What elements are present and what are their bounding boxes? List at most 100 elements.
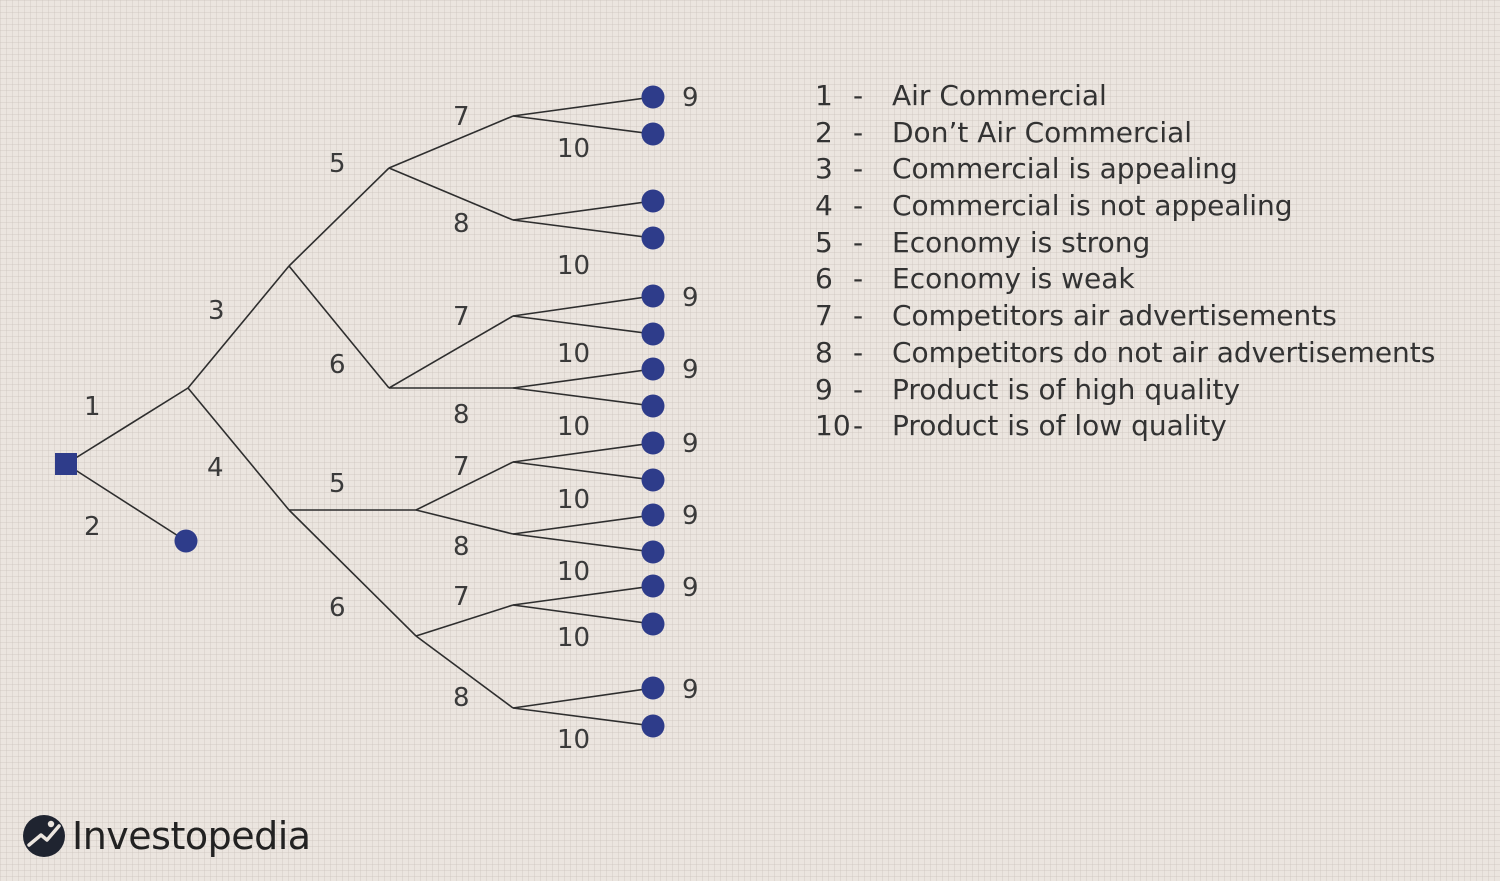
legend-label: Commercial is appealing [892, 152, 1238, 186]
leaf-node [641, 122, 665, 146]
label-low-quality: 10 [557, 725, 590, 755]
edge-q1-9 [512, 96, 654, 117]
leaf-node [641, 85, 665, 109]
legend-number: 6 [815, 262, 833, 296]
edge-aw-7 [388, 315, 514, 389]
edge-q7-9 [512, 585, 654, 606]
edge-as-7 [388, 115, 514, 169]
edge-q6-9 [512, 514, 654, 535]
legend-label: Economy is weak [892, 262, 1135, 296]
legend-number: 5 [815, 225, 833, 259]
label-not-appealing: 4 [207, 453, 224, 483]
edge-a-6 [288, 265, 390, 389]
legend-dash: - [853, 79, 864, 112]
leaf-node [641, 574, 665, 598]
edge-q5-9 [512, 442, 654, 463]
edge-as-8 [388, 167, 514, 221]
decision-tree: 1 2 3 4 5 6 5 6 7 8 7 8 7 8 7 8 10 10 10… [55, 83, 699, 755]
outcome-node-dont-air [174, 529, 198, 553]
label-as-comp-not: 8 [453, 209, 470, 239]
edge-q4-9 [512, 368, 654, 389]
edge-1 [65, 387, 189, 465]
legend-dash: - [853, 189, 864, 223]
legend-number: 8 [815, 335, 833, 369]
edge-q2-10 [512, 219, 654, 239]
edge-4 [187, 387, 290, 511]
edge-q6-10 [512, 533, 654, 553]
legend-dash: - [853, 262, 864, 296]
edge-nw-8 [415, 635, 514, 709]
edge-labels: 1 2 3 4 5 6 5 6 7 8 7 8 7 8 7 8 10 10 10… [84, 83, 699, 755]
legend-label: Air Commercial [892, 79, 1107, 112]
leaf-node [641, 676, 665, 700]
legend-number: 10 [815, 409, 851, 443]
edge-ns-7 [415, 461, 514, 511]
leaf-node [641, 189, 665, 213]
edge-q8-9 [512, 687, 654, 709]
edge-ns-8 [415, 509, 514, 535]
legend-number: 3 [815, 152, 833, 186]
legend-number: 7 [815, 299, 833, 333]
edge-nw-7 [415, 604, 514, 637]
legend-dash: - [853, 225, 864, 259]
label-appealing: 3 [208, 296, 225, 326]
leaf-node [641, 714, 665, 738]
edge-q2-9 [512, 200, 654, 221]
legend-number: 2 [815, 115, 833, 149]
label-high-quality: 9 [682, 355, 699, 385]
legend-dash: - [853, 409, 864, 443]
decision-node-square [55, 453, 77, 475]
label-a-strong: 5 [329, 149, 346, 179]
legend-number: 1 [815, 79, 833, 112]
edge-n-6 [288, 509, 417, 637]
edge-2 [65, 463, 187, 542]
legend-dash: - [853, 372, 864, 406]
legend-label: Don’t Air Commercial [892, 115, 1193, 149]
label-ns-comp-air: 7 [453, 452, 470, 482]
label-high-quality: 9 [682, 573, 699, 603]
label-high-quality: 9 [682, 501, 699, 531]
label-ns-comp-not: 8 [453, 532, 470, 562]
legend-number: 4 [815, 189, 833, 223]
legend-dash: - [853, 299, 864, 333]
tree-edges [65, 96, 654, 727]
legend-label: Competitors do not air advertisements [892, 335, 1436, 369]
edge-q7-10 [512, 604, 654, 625]
legend-label: Competitors air advertisements [892, 299, 1337, 333]
label-aw-comp-not: 8 [453, 400, 470, 430]
investopedia-logo: Investopedia [22, 814, 311, 858]
legend-label: Economy is strong [892, 225, 1151, 259]
legend-label: Commercial is not appealing [892, 189, 1293, 223]
label-n-weak: 6 [329, 593, 346, 623]
leaf-node [641, 284, 665, 308]
leaf-node [641, 431, 665, 455]
legend-dash: - [853, 152, 864, 186]
label-low-quality: 10 [557, 557, 590, 587]
label-as-comp-air: 7 [453, 102, 470, 132]
edge-3 [187, 265, 290, 389]
edge-q5-10 [512, 461, 654, 481]
leaf-node [641, 503, 665, 527]
edge-q8-10 [512, 707, 654, 727]
leaf-node [641, 394, 665, 418]
legend-label: Product is of high quality [892, 372, 1241, 406]
label-low-quality: 10 [557, 485, 590, 515]
legend-dash: - [853, 115, 864, 149]
label-low-quality: 10 [557, 339, 590, 369]
label-low-quality: 10 [557, 134, 590, 164]
label-a-weak: 6 [329, 350, 346, 380]
label-low-quality: 10 [557, 623, 590, 653]
label-nw-comp-not: 8 [453, 683, 470, 713]
label-nw-comp-air: 7 [453, 582, 470, 612]
label-high-quality: 9 [682, 675, 699, 705]
label-low-quality: 10 [557, 412, 590, 442]
brand-name: Investopedia [72, 814, 311, 858]
legend-dash: - [853, 335, 864, 369]
label-high-quality: 9 [682, 283, 699, 313]
label-aw-comp-air: 7 [453, 302, 470, 332]
edge-a-5 [288, 167, 390, 267]
edge-q4-10 [512, 387, 654, 407]
label-high-quality: 9 [682, 83, 699, 113]
label-high-quality: 9 [682, 429, 699, 459]
leaf-nodes [641, 85, 665, 738]
